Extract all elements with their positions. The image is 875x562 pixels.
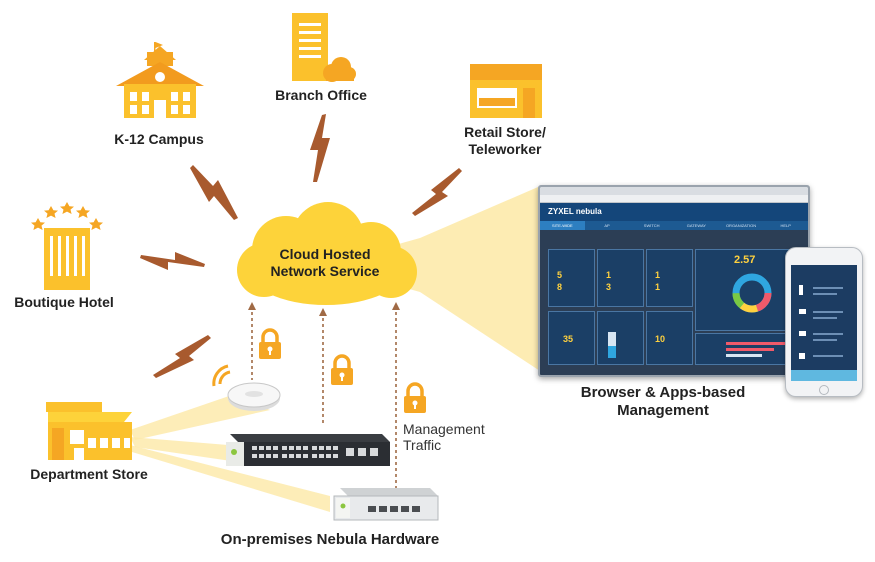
cloud-label-line2: Network Service: [270, 263, 380, 279]
lightning-icon-retail: [412, 168, 462, 216]
cloud-shape: [237, 202, 417, 305]
ap-offline-count: 8: [557, 282, 563, 292]
poe-widget: [597, 311, 644, 365]
dashboard-tab: HELP: [780, 223, 791, 228]
wifi-icon: [218, 370, 231, 385]
switch-widget: 1 3: [597, 249, 644, 307]
ap-online-count: 5: [557, 270, 563, 280]
phone-screen: [791, 265, 857, 381]
gateway-offline-count: 1: [655, 282, 661, 292]
browser-label-line1: Browser & Apps-based: [580, 384, 746, 401]
browser-titlebar: [540, 187, 808, 195]
lightning-icon-branch: [310, 114, 330, 182]
retail-store-label-line2: Teleworker: [468, 141, 542, 157]
padlock-icon-1: [259, 328, 281, 359]
usage-donut-chart: [732, 273, 772, 313]
dashboard-tab: ORGANIZATION: [725, 223, 757, 228]
browser-dashboard-screenshot: ZYXEL nebula SITE-WIDE AP SWITCH GATEWAY…: [538, 185, 810, 377]
switch-offline-count: 3: [606, 282, 612, 292]
boutique-hotel-label: Boutique Hotel: [14, 294, 114, 310]
ap-widget: 5 8: [548, 249, 595, 307]
padlock-icon-3: [404, 382, 426, 413]
gateway-online-count: 1: [655, 270, 661, 280]
lightning-icon-dept: [153, 335, 211, 378]
management-label-line2: Traffic: [403, 437, 442, 453]
phone-home-button: [819, 385, 829, 395]
retail-store-icon: [470, 64, 542, 118]
star-icon: [60, 202, 74, 214]
clients-count: 35: [563, 334, 574, 344]
onprem-hardware-label: On-premises Nebula Hardware: [220, 531, 440, 548]
phone-app-screenshot: [785, 247, 863, 397]
clients-widget: 35: [548, 311, 595, 365]
star-icon: [89, 218, 103, 230]
hotel-icon: [31, 202, 103, 290]
branch-office-label: Branch Office: [275, 87, 367, 103]
poe-bar: [608, 332, 616, 358]
security-gateway-device: [333, 488, 439, 521]
dashboard-tab: SWITCH: [643, 223, 660, 228]
lightning-icon-hotel: [140, 252, 205, 270]
padlock-icon-2: [331, 354, 353, 385]
department-store-label: Department Store: [30, 466, 148, 482]
lightning-icon-k12: [190, 165, 238, 220]
management-label-line1: Management: [403, 421, 485, 437]
phone-footer: [791, 370, 857, 381]
access-point-device: [212, 364, 281, 411]
gateway-widget: 1 1: [646, 249, 693, 307]
office-building-icon: [292, 13, 356, 82]
connections-count: 10: [655, 334, 666, 344]
retail-store-label: Retail Store/ Teleworker: [440, 124, 570, 158]
management-traffic-label: Management Traffic: [403, 421, 485, 453]
dashboard-tab: GATEWAY: [686, 223, 706, 228]
dashboard-brand: ZYXEL nebula: [548, 207, 602, 216]
switch-online-count: 1: [606, 270, 612, 280]
cloud-label: Cloud Hosted Network Service: [245, 246, 405, 280]
star-icon: [44, 206, 58, 218]
k12-campus-label: K-12 Campus: [114, 131, 204, 147]
dashboard-tab: AP: [604, 223, 610, 228]
browser-label-line2: Management: [617, 402, 709, 419]
cloud-label-line1: Cloud Hosted: [279, 246, 371, 262]
dashboard-header: ZYXEL nebula: [540, 203, 808, 221]
department-store-icon: [46, 402, 132, 460]
network-switch-device: [226, 434, 390, 466]
connections-widget: 10: [646, 311, 693, 365]
dashboard-tab: SITE-WIDE: [540, 221, 585, 230]
star-icon: [76, 206, 90, 218]
browser-management-label: Browser & Apps-based Management: [548, 384, 778, 420]
star-icon: [31, 218, 45, 230]
school-icon: [116, 42, 204, 118]
poe-bar-fill: [608, 346, 616, 358]
usage-value: 2.57: [734, 254, 756, 266]
dashboard-tabs: SITE-WIDE AP SWITCH GATEWAY ORGANIZATION…: [540, 221, 808, 230]
retail-store-label-line1: Retail Store/: [464, 124, 546, 140]
browser-urlbar: [540, 195, 808, 203]
